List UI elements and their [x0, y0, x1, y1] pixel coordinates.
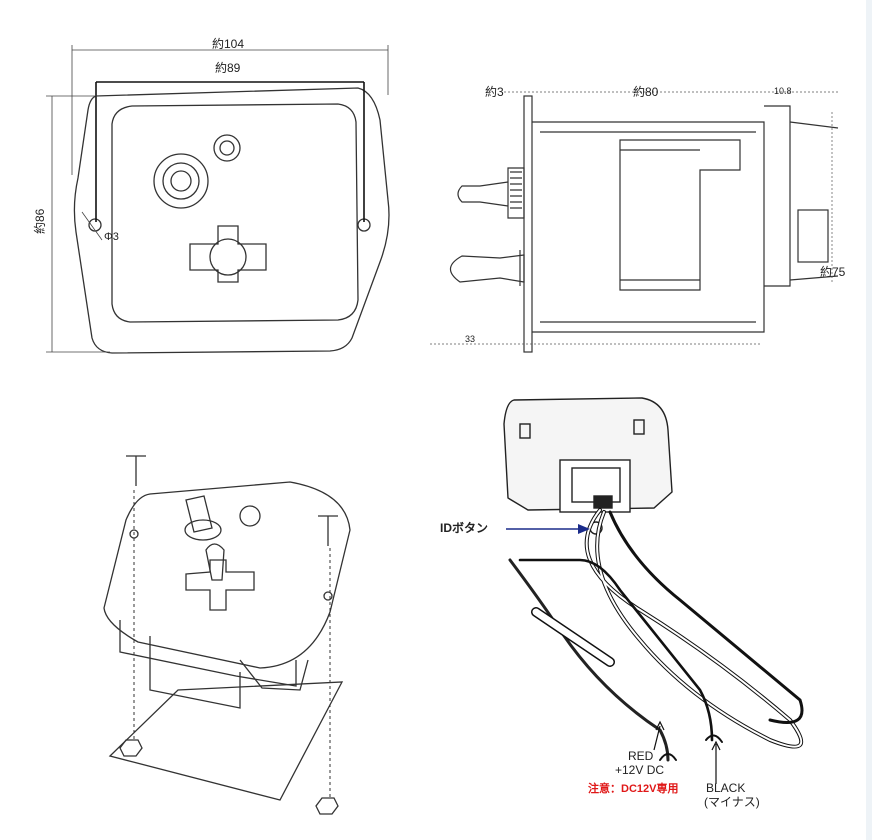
red-wire-voltage: +12V DC [615, 763, 664, 777]
dim-width-holes: 約89 [215, 60, 241, 75]
dim-depth: 約80 [633, 84, 659, 99]
side-view-dimensions [430, 91, 838, 345]
mounting-illustration [103, 455, 351, 815]
dim-side-height: 約75 [820, 264, 846, 279]
caution-note: 注意：DC12V専用 [588, 781, 678, 795]
mounting-guide-lines [133, 490, 331, 800]
black-wire-sub: (マイナス) [704, 795, 760, 809]
dim-thickness: 約3 [485, 84, 504, 99]
wire-pointers [653, 720, 721, 784]
dim-tail: 10.8 [774, 86, 792, 96]
dim-lever: 33 [465, 334, 475, 344]
side-view [449, 95, 839, 353]
front-view-dimensions [46, 45, 389, 353]
dim-height: 約86 [32, 208, 47, 234]
wiring-cables [508, 508, 804, 762]
black-wire-label: BLACK [706, 781, 745, 795]
id-button-pointer [506, 524, 590, 534]
front-view [73, 87, 390, 354]
page-edge-strip [866, 0, 872, 840]
wiring-unit [503, 397, 673, 535]
dim-width-overall: 約104 [212, 36, 244, 51]
red-wire-label: RED [628, 749, 654, 763]
id-button-label: IDボタン [440, 520, 488, 535]
dim-hole: Φ3 [104, 231, 119, 243]
